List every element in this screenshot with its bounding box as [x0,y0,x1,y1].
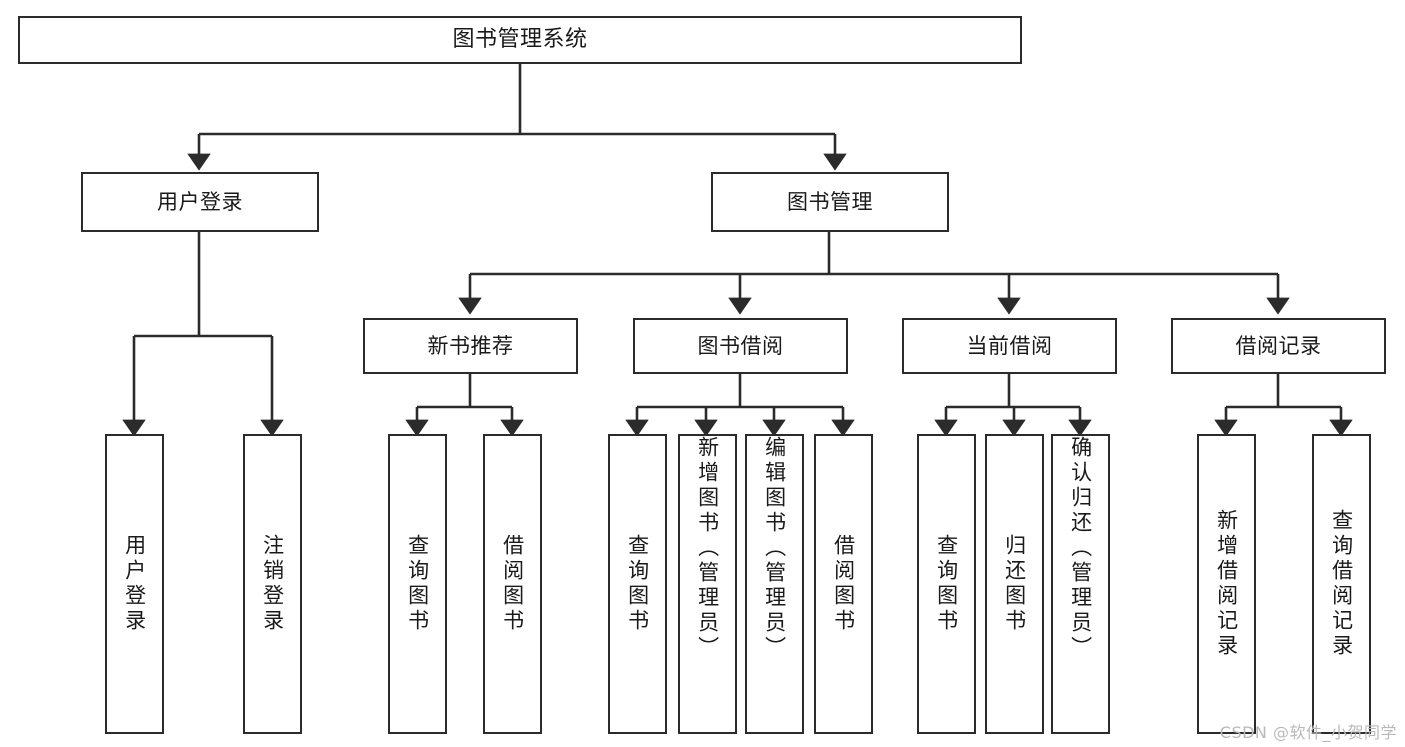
node-label: 借阅图书 [500,534,525,634]
node-label: 查询借阅记录 [1329,509,1354,659]
node-label: 用户登录 [157,189,243,214]
watermark-text: CSDN @软件_小贺同学 [1219,723,1397,742]
node-new-book-recommend[interactable]: 新书推荐 [363,318,578,374]
leaf-current-borrow-return[interactable]: 归还图书 [985,434,1044,734]
leaf-borrow-record-add[interactable]: 新增借阅记录 [1197,434,1256,734]
leaf-book-borrow-add[interactable]: 新增图书（管理员） [678,434,737,734]
leaf-book-borrow-query[interactable]: 查询图书 [608,434,667,734]
leaf-user-login-signout[interactable]: 注销登录 [243,434,302,734]
node-label: 用户登录 [122,534,147,634]
node-label: 图书管理 [787,189,873,214]
node-root-library-system[interactable]: 图书管理系统 [18,16,1022,64]
node-book-borrow[interactable]: 图书借阅 [633,318,848,374]
node-label: 新书推荐 [427,333,514,358]
node-book-management[interactable]: 图书管理 [711,172,949,232]
leaf-book-borrow-edit[interactable]: 编辑图书（管理员） [745,434,804,734]
node-label: 确认归还（管理员） [1068,436,1093,661]
leaf-new-book-borrow[interactable]: 借阅图书 [483,434,542,734]
node-label: 归还图书 [1002,534,1027,634]
node-current-borrow[interactable]: 当前借阅 [902,318,1117,374]
node-label: 借阅图书 [831,534,856,634]
node-user-login[interactable]: 用户登录 [81,172,319,232]
node-label: 查询图书 [625,534,650,634]
node-label: 图书借阅 [697,333,784,358]
node-label: 新增借阅记录 [1214,509,1239,659]
node-label: 编辑图书（管理员） [762,436,787,661]
leaf-current-borrow-confirm-return[interactable]: 确认归还（管理员） [1051,434,1110,734]
node-label: 借阅记录 [1235,333,1322,358]
leaf-book-borrow-lend[interactable]: 借阅图书 [814,434,873,734]
node-borrow-record[interactable]: 借阅记录 [1171,318,1386,374]
leaf-borrow-record-query[interactable]: 查询借阅记录 [1312,434,1371,734]
leaf-user-login-signin[interactable]: 用户登录 [105,434,164,734]
leaf-new-book-query[interactable]: 查询图书 [388,434,447,734]
node-label: 查询图书 [934,534,959,634]
node-label: 查询图书 [405,534,430,634]
node-label: 当前借阅 [966,333,1053,358]
node-label: 注销登录 [260,534,285,634]
node-label: 图书管理系统 [452,27,588,53]
leaf-current-borrow-query[interactable]: 查询图书 [917,434,976,734]
node-label: 新增图书（管理员） [695,436,720,661]
